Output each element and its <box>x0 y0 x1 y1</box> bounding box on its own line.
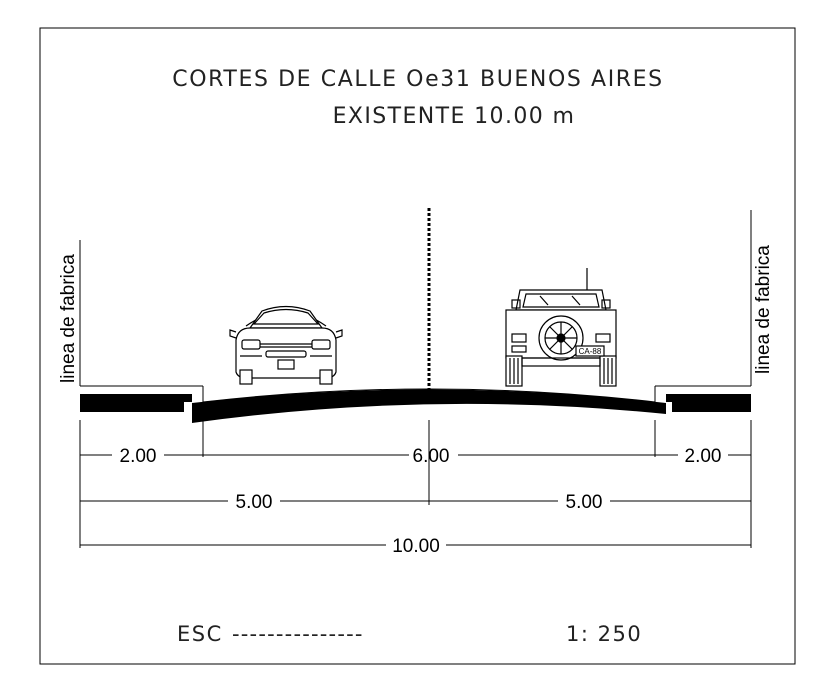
car-front-view-icon <box>229 305 343 385</box>
drawing-title: CORTES DE CALLE Oe31 BUENOS AIRES <box>172 67 663 92</box>
dimension-right-half: 5.00 <box>566 492 603 513</box>
left-property-line-label: linea de fabrica <box>58 254 79 383</box>
dimension-right-sidewalk: 2.00 <box>685 446 722 467</box>
dimension-roadway: 6.00 <box>413 446 450 467</box>
road-section <box>80 385 751 423</box>
dimension-left-sidewalk: 2.00 <box>120 446 157 467</box>
dimension-row-1 <box>79 420 752 548</box>
right-property-line-label: linea de fabrica <box>753 245 774 374</box>
dimension-left-half: 5.00 <box>236 492 273 513</box>
scale-value: 1: 250 <box>566 622 642 646</box>
dimension-total: 10.00 <box>392 536 440 557</box>
license-plate: CA-88 <box>579 347 602 356</box>
scale-label: ESC <box>177 622 223 646</box>
scale-dashes: --------------- <box>232 622 364 646</box>
drawing-frame <box>39 27 796 665</box>
drawing-subtitle: EXISTENTE 10.00 m <box>333 104 576 129</box>
jeep-rear-view-icon <box>505 268 617 387</box>
